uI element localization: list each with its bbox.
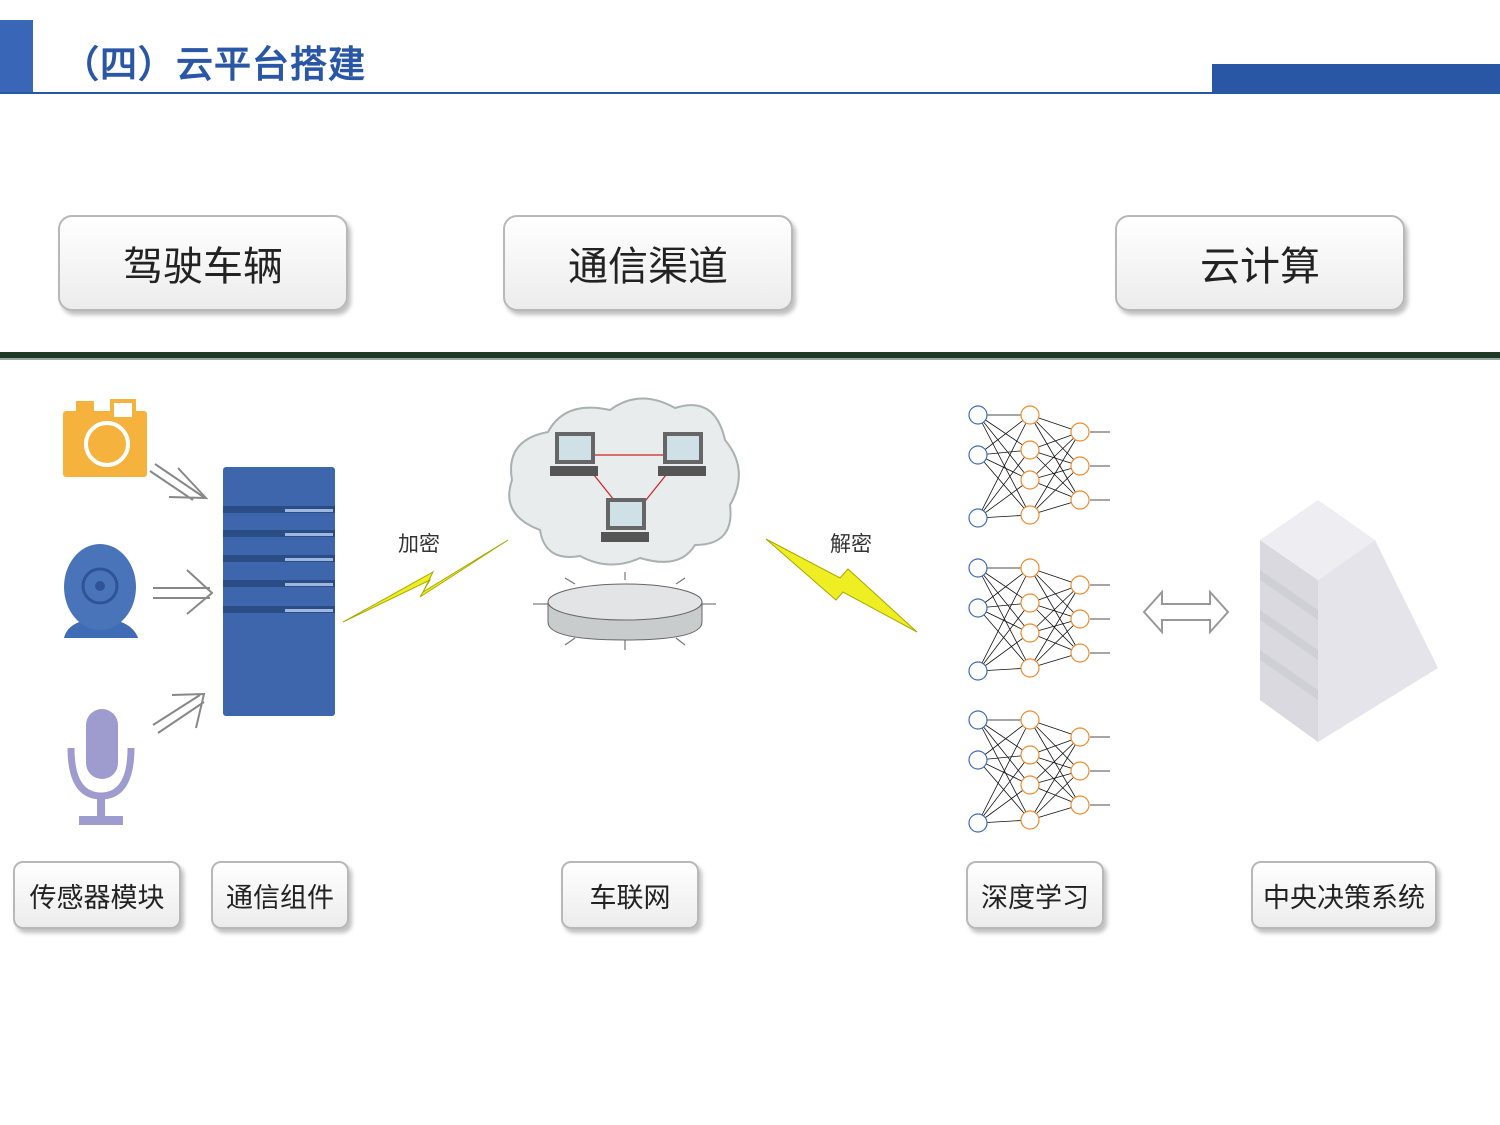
label-vehicle-network[interactable]: 车联网	[561, 861, 699, 929]
computer-icon	[658, 432, 706, 476]
stage-cloud-computing[interactable]: 云计算	[1115, 215, 1405, 311]
page-title: （四）云平台搭建	[62, 43, 366, 86]
neural-network-icon	[968, 405, 1111, 528]
microphone-icon	[67, 709, 135, 825]
database-disk-icon	[533, 572, 716, 650]
stage-driving-vehicle[interactable]: 驾驶车辆	[58, 215, 348, 311]
neural-network-icon	[968, 710, 1111, 833]
label-sensor-module[interactable]: 传感器模块	[13, 861, 181, 929]
stage-communication-channel[interactable]: 通信渠道	[503, 215, 793, 311]
bidirectional-arrow-icon	[1142, 589, 1230, 635]
title-accent-block	[0, 20, 33, 94]
server-icon	[223, 467, 335, 716]
arrow-camera-icon	[149, 463, 209, 501]
computer-icon	[550, 432, 598, 476]
neural-network-icon	[968, 558, 1111, 681]
title-bar-right	[1212, 64, 1500, 93]
label-communication-component[interactable]: 通信组件	[211, 861, 349, 929]
computer-icon	[601, 498, 649, 542]
camera-icon	[63, 399, 147, 477]
label-deep-learning[interactable]: 深度学习	[966, 861, 1104, 929]
arrow-mic-icon	[152, 692, 206, 734]
lightning-decrypt-icon	[765, 538, 918, 633]
section-divider-shadow	[0, 358, 1500, 360]
central-building-icon	[1260, 500, 1438, 742]
label-central-decision-system[interactable]: 中央决策系统	[1251, 861, 1437, 929]
decrypt-label: 解密	[830, 532, 872, 556]
section-divider	[0, 352, 1500, 358]
webcam-icon	[64, 544, 138, 638]
lightning-encrypt-icon	[342, 539, 509, 623]
title-underline	[0, 92, 1500, 94]
cloud-network-icon	[508, 397, 740, 566]
sensor-arrows	[149, 463, 214, 734]
arrow-webcam-icon	[153, 569, 214, 615]
encrypt-label: 加密	[398, 532, 440, 556]
